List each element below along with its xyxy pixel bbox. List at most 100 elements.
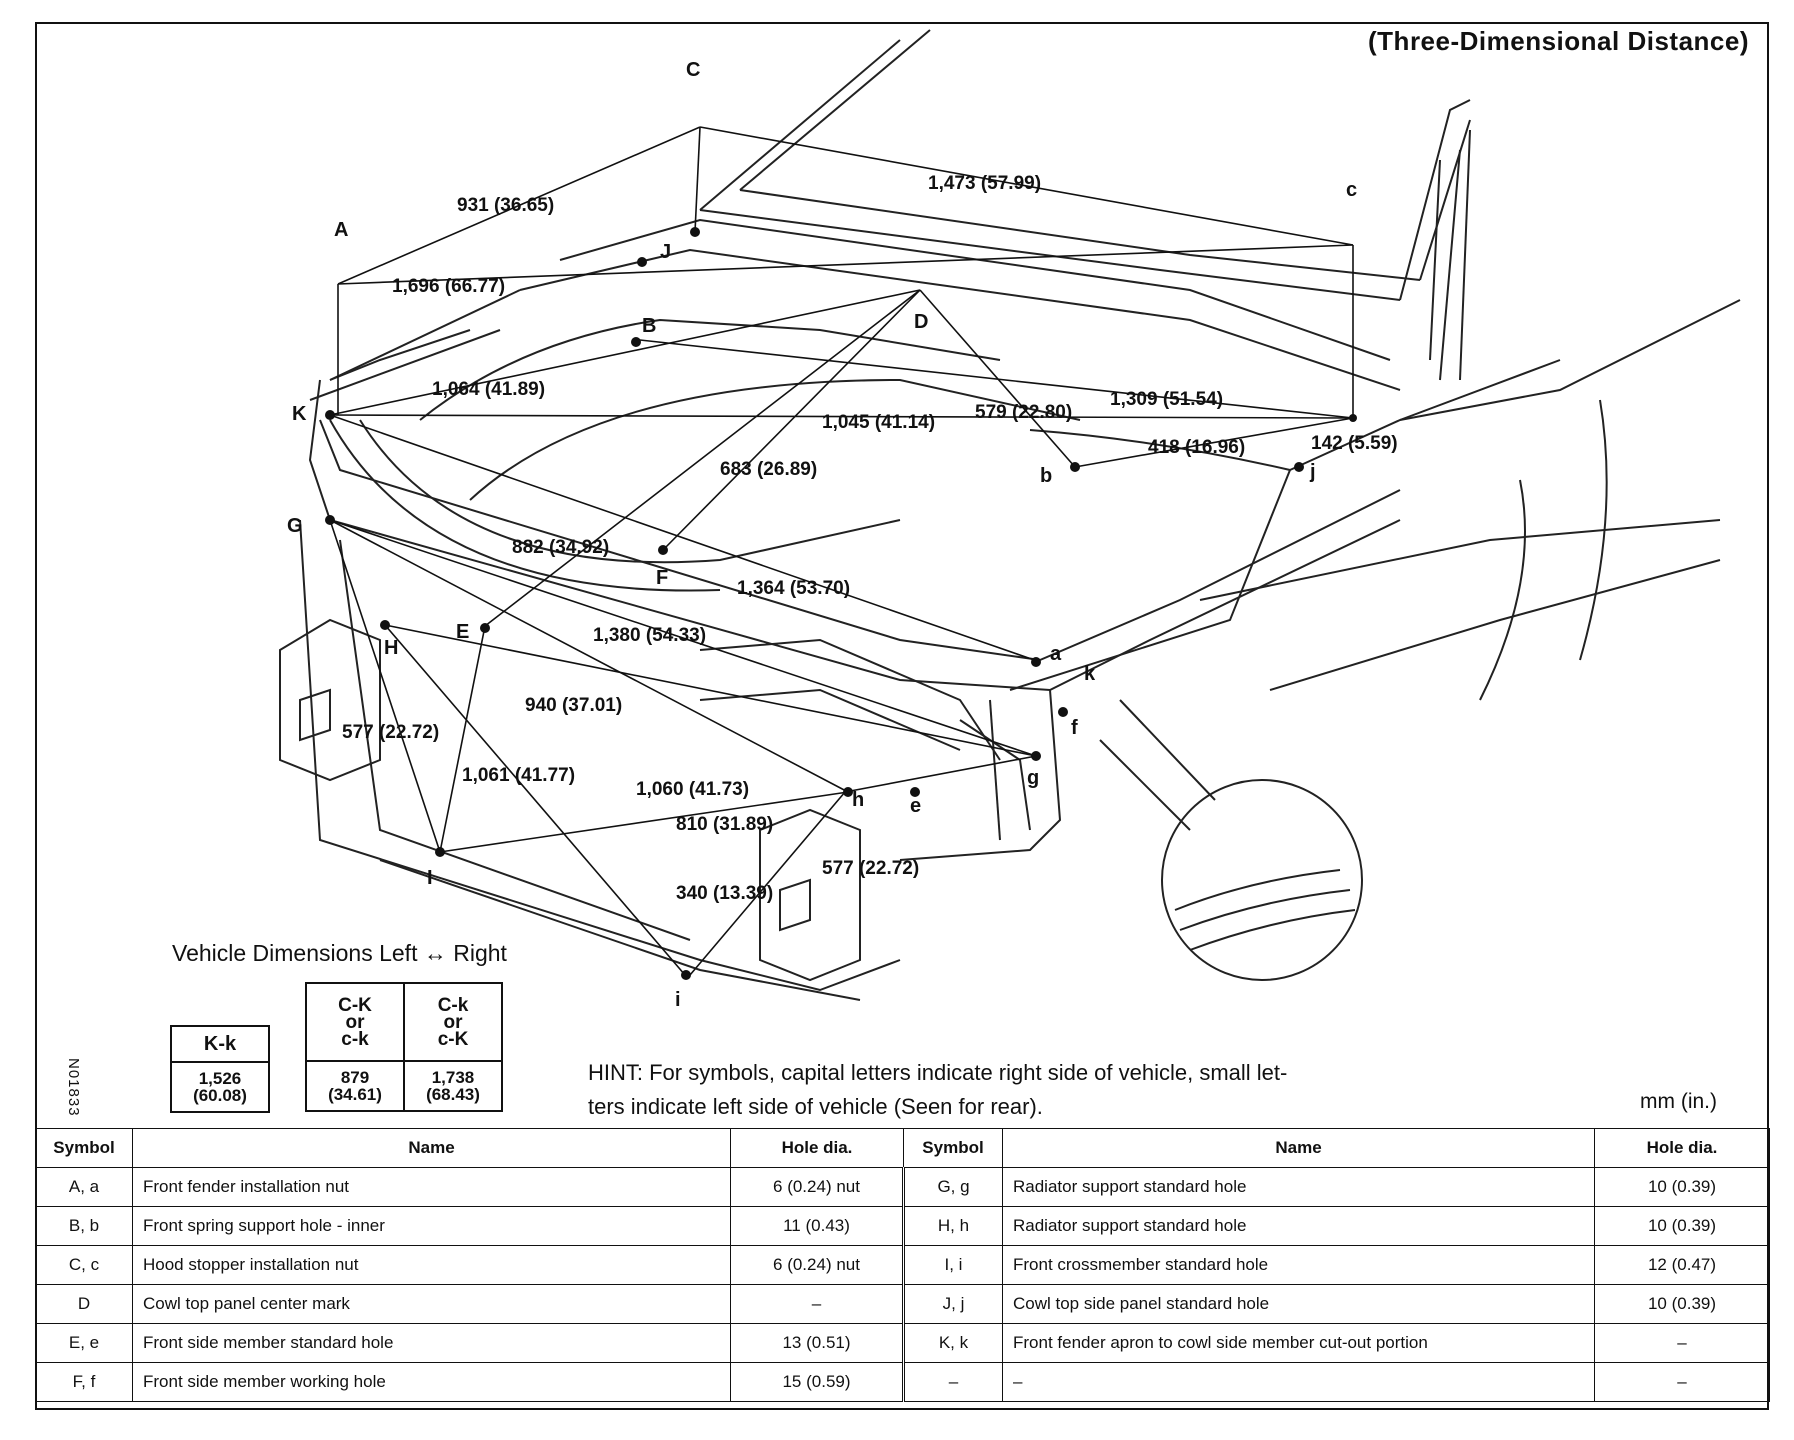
point-c-dot <box>1349 414 1357 422</box>
label-c: c <box>1346 179 1357 201</box>
label-I: I <box>427 867 433 889</box>
name-cell: – <box>1002 1362 1595 1402</box>
point-g-dot <box>1031 751 1041 761</box>
point-h-dot <box>843 787 853 797</box>
measure-1696: 1,696 (66.77) <box>392 276 505 297</box>
hole-dia-cell: – <box>1594 1362 1770 1402</box>
symbol-cell: D <box>35 1284 133 1324</box>
body-dimension-diagram: A C c J B D K G H E F b j a k f g h e I … <box>279 29 1741 1011</box>
diagram-frame <box>35 22 1769 1410</box>
label-K: K <box>292 403 307 425</box>
point-b-dot <box>1070 462 1080 472</box>
measure-882: 882 (34.92) <box>512 537 609 558</box>
legend-symbol-header: Symbol <box>35 1128 133 1168</box>
point-E-dot <box>480 623 490 633</box>
measure-1364: 1,364 (53.70) <box>737 578 850 599</box>
hole-dia-cell: 10 (0.39) <box>1594 1284 1770 1324</box>
hole-dia-cell: 10 (0.39) <box>1594 1206 1770 1246</box>
kk-value-in: (60.08) <box>193 1086 247 1105</box>
point-I-dot <box>435 847 445 857</box>
label-g: g <box>1027 767 1039 789</box>
symbol-cell: B, b <box>35 1206 133 1246</box>
symbol-cell: C, c <box>35 1245 133 1285</box>
ck2-value-in: (68.43) <box>426 1085 480 1104</box>
ck2-header-line1: C-k <box>437 994 469 1016</box>
vehicle-dimensions-ck-table: C-K or c-k C-k or c-K 879 (34.61) 1,738 … <box>305 982 503 1112</box>
measure-340: 340 (13.39) <box>676 883 773 904</box>
symbol-cell: – <box>902 1362 1003 1402</box>
point-f-dot <box>1058 707 1068 717</box>
hole-dia-cell: 13 (0.51) <box>730 1323 904 1363</box>
label-i: i <box>675 989 681 1011</box>
kk-header: K-k <box>170 1025 270 1063</box>
point-J-dot <box>637 257 647 267</box>
ck-header-line2: or <box>345 1011 365 1033</box>
point-i-dot <box>681 970 691 980</box>
hint-line-2: ters indicate left side of vehicle (Seen… <box>588 1094 1043 1119</box>
ck-header-line3: c-k <box>341 1028 369 1050</box>
vehicle-dimensions-kk-table: K-k 1,526 (60.08) <box>170 1025 270 1113</box>
legend-name-header: Name <box>132 1128 731 1168</box>
hole-dia-cell: 6 (0.24) nut <box>730 1167 904 1207</box>
name-cell: Cowl top side panel standard hole <box>1002 1284 1595 1324</box>
measure-577-left: 577 (22.72) <box>822 858 919 879</box>
label-C: C <box>686 59 700 81</box>
label-a: a <box>1050 643 1062 665</box>
label-H: H <box>384 637 398 659</box>
name-cell: Radiator support standard hole <box>1002 1206 1595 1246</box>
name-cell: Front fender installation nut <box>132 1167 731 1207</box>
symbol-legend-table: Symbol Name Hole dia. Symbol Name Hole d… <box>35 1128 1770 1402</box>
ck2-value-cell: 1,738 (68.43) <box>403 1060 503 1112</box>
point-labels: A C c J B D K G H E F b j a k f g h e I … <box>287 59 1357 1011</box>
hole-dia-cell: 12 (0.47) <box>1594 1245 1770 1285</box>
point-C-dot <box>690 227 700 237</box>
measure-931: 931 (36.65) <box>457 195 554 216</box>
measure-1045: 1,045 (41.14) <box>822 412 935 433</box>
measure-1380: 1,380 (54.33) <box>593 625 706 646</box>
figure-code: N01833 <box>65 1058 82 1117</box>
point-H-dot <box>380 620 390 630</box>
hole-dia-cell: 15 (0.59) <box>730 1362 904 1402</box>
symbol-cell: E, e <box>35 1323 133 1363</box>
symbol-cell: K, k <box>902 1323 1003 1363</box>
reference-points <box>325 227 1357 980</box>
ck-header-cell: C-K or c-k <box>305 982 405 1062</box>
label-b: b <box>1040 465 1052 487</box>
measure-1309: 1,309 (51.54) <box>1110 389 1223 410</box>
measure-1473: 1,473 (57.99) <box>928 173 1041 194</box>
measure-1061: 1,061 (41.77) <box>462 765 575 786</box>
hole-dia-cell: – <box>1594 1323 1770 1363</box>
measure-940: 940 (37.01) <box>525 695 622 716</box>
hole-dia-cell: 11 (0.43) <box>730 1206 904 1246</box>
label-f: f <box>1071 717 1078 739</box>
legend-name-header-2: Name <box>1002 1128 1595 1168</box>
ck-header-line1: C-K <box>338 994 372 1016</box>
name-cell: Front side member working hole <box>132 1362 731 1402</box>
hole-dia-cell: – <box>730 1284 904 1324</box>
name-cell: Front fender apron to cowl side member c… <box>1002 1323 1595 1363</box>
measure-142: 142 (5.59) <box>1311 433 1398 454</box>
point-G-dot <box>325 515 335 525</box>
label-h: h <box>852 789 864 811</box>
label-B: B <box>642 315 656 337</box>
measure-1060: 1,060 (41.73) <box>636 779 749 800</box>
name-cell: Hood stopper installation nut <box>132 1245 731 1285</box>
measure-810: 810 (31.89) <box>676 814 773 835</box>
ck2-header-line3: c-K <box>437 1028 469 1050</box>
legend-hole-header-2: Hole dia. <box>1594 1128 1770 1168</box>
hole-dia-cell: 6 (0.24) nut <box>730 1245 904 1285</box>
point-j-dot <box>1294 462 1304 472</box>
measure-577-right: 577 (22.72) <box>342 722 439 743</box>
hint-line-1: HINT: For symbols, capital letters indic… <box>588 1060 1288 1085</box>
diagram-title: (Three-Dimensional Distance) <box>1368 26 1749 56</box>
symbol-cell: G, g <box>902 1167 1003 1207</box>
label-k: k <box>1084 663 1096 685</box>
name-cell: Radiator support standard hole <box>1002 1167 1595 1207</box>
label-E: E <box>456 621 469 643</box>
hint-note: HINT: For symbols, capital letters indic… <box>588 1056 1408 1124</box>
point-K-dot <box>325 410 335 420</box>
point-F-dot <box>658 545 668 555</box>
